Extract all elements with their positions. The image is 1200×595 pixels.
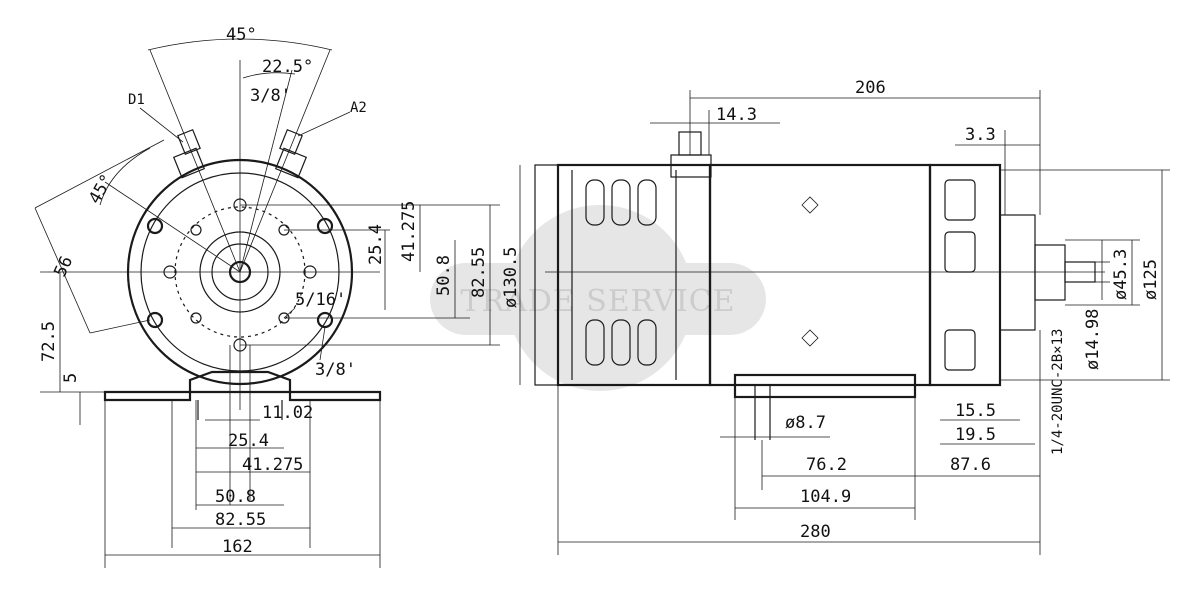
mounting-foot bbox=[103, 370, 382, 402]
dim-25-4-h-label: 25.4 bbox=[228, 431, 269, 451]
end-cap-ribs bbox=[571, 170, 677, 380]
hub-mid-circle bbox=[211, 243, 269, 301]
dim-125-label: ø125 bbox=[1141, 259, 1161, 300]
side-mounting-foot bbox=[733, 373, 917, 399]
bolt-hole bbox=[303, 265, 317, 279]
housing-screw bbox=[801, 329, 819, 347]
thread-5-16-label: 5/16' bbox=[295, 290, 346, 310]
vent-slot bbox=[585, 179, 605, 226]
side-view: 206 14.3 3.3 ø130.5 ø125 ø45.3 ø14.98 1/… bbox=[501, 78, 1170, 555]
dim-5-label: 5 bbox=[61, 373, 81, 383]
bolt-hole bbox=[163, 265, 177, 279]
shaft-circle bbox=[228, 260, 252, 284]
shaft-stub bbox=[1034, 244, 1066, 301]
thread-note-label: 1/4-20UNC-2B×13 bbox=[1050, 329, 1066, 455]
dim-56-ext bbox=[89, 319, 151, 334]
motor-body-circle bbox=[126, 158, 354, 386]
brush-hole bbox=[316, 311, 334, 329]
dim-76-2-label: 76.2 bbox=[806, 455, 847, 475]
dim-82-55-h-label: 82.55 bbox=[215, 510, 266, 530]
vent-slot bbox=[585, 319, 605, 366]
housing-screw bbox=[801, 196, 819, 214]
terminal-a2 bbox=[274, 128, 308, 179]
dim-45-3-label: ø45.3 bbox=[1111, 249, 1131, 300]
dim-19-5-label: 19.5 bbox=[955, 425, 996, 445]
dim-206-label: 206 bbox=[855, 78, 886, 98]
watermark: TRADE SERVICE bbox=[430, 205, 766, 391]
thread-3-8-bottom-label: 3/8' bbox=[315, 360, 356, 380]
vent-slot bbox=[637, 319, 657, 366]
dim-41-275-v-label: 41.275 bbox=[399, 201, 419, 262]
dim-104-9-label: 104.9 bbox=[800, 487, 851, 507]
dim-15-5-label: 15.5 bbox=[955, 401, 996, 421]
bolt-hole bbox=[190, 224, 202, 236]
a2-leader bbox=[297, 111, 351, 137]
dim-50-8-h-label: 50.8 bbox=[215, 487, 256, 507]
dim-162-label: 162 bbox=[222, 537, 253, 557]
angle-ray bbox=[149, 49, 241, 273]
angle-arc-22-5 bbox=[242, 72, 296, 79]
dim-280-label: 280 bbox=[800, 522, 831, 542]
end-cap-face bbox=[534, 164, 559, 386]
shaft-tip bbox=[1064, 261, 1096, 283]
dim-11-02-label: 11.02 bbox=[262, 403, 313, 423]
vent-slot bbox=[611, 319, 631, 366]
angle-22-5-label: 22.5° bbox=[262, 57, 313, 77]
dim-82-55-v-label: 82.55 bbox=[469, 247, 489, 298]
dim-41-275-h-label: 41.275 bbox=[242, 455, 303, 475]
dim-87-6-label: 87.6 bbox=[950, 455, 991, 475]
angle-arc-45 bbox=[147, 38, 333, 51]
dim-14-98-label: ø14.98 bbox=[1083, 309, 1103, 370]
thread-3-8-leader bbox=[319, 326, 326, 361]
dim-3-3-label: 3.3 bbox=[965, 125, 996, 145]
d1-leader bbox=[139, 107, 184, 143]
terminal-d1-label: D1 bbox=[128, 92, 145, 108]
angle-ray bbox=[239, 49, 331, 273]
thread-3-8-top-label: 3/8' bbox=[250, 86, 291, 106]
bolt-hole bbox=[190, 312, 202, 324]
bell-window bbox=[944, 329, 976, 371]
dim-72-5-label: 72.5 bbox=[39, 321, 59, 362]
dim-56-ext bbox=[34, 139, 165, 209]
vent-slot bbox=[637, 179, 657, 226]
dim-56-label: 56 bbox=[50, 253, 77, 280]
dim-25-4-v-label: 25.4 bbox=[366, 224, 386, 265]
dim-8-7-label: ø8.7 bbox=[785, 413, 826, 433]
terminal-a2-label: A2 bbox=[350, 100, 367, 116]
terminal-d1 bbox=[172, 128, 206, 179]
vent-slot bbox=[611, 179, 631, 226]
dim-14-3-label: 14.3 bbox=[716, 105, 757, 125]
brush-hole bbox=[146, 311, 164, 329]
angle-ray bbox=[104, 181, 241, 273]
watermark-text: TRADE SERVICE bbox=[460, 284, 735, 319]
bell-window bbox=[944, 231, 976, 273]
angle-ray bbox=[239, 69, 293, 273]
bolt-circle bbox=[174, 206, 306, 338]
angle-arc-45-left bbox=[99, 147, 151, 206]
bell-window bbox=[944, 179, 976, 221]
thread-5-16-leader bbox=[283, 307, 296, 319]
brush-hole bbox=[146, 217, 164, 235]
shaft-flange bbox=[999, 214, 1036, 331]
brush-hole bbox=[316, 217, 334, 235]
dim-56-line bbox=[34, 207, 91, 334]
drive-end-bell bbox=[928, 163, 1002, 387]
angle-45-left-label: 45° bbox=[85, 171, 118, 208]
angle-45-top-label: 45° bbox=[226, 25, 257, 45]
dim-130-5-label: ø130.5 bbox=[501, 247, 521, 308]
dim-50-8-v-label: 50.8 bbox=[434, 255, 454, 296]
hub-outer-circle bbox=[199, 231, 281, 313]
